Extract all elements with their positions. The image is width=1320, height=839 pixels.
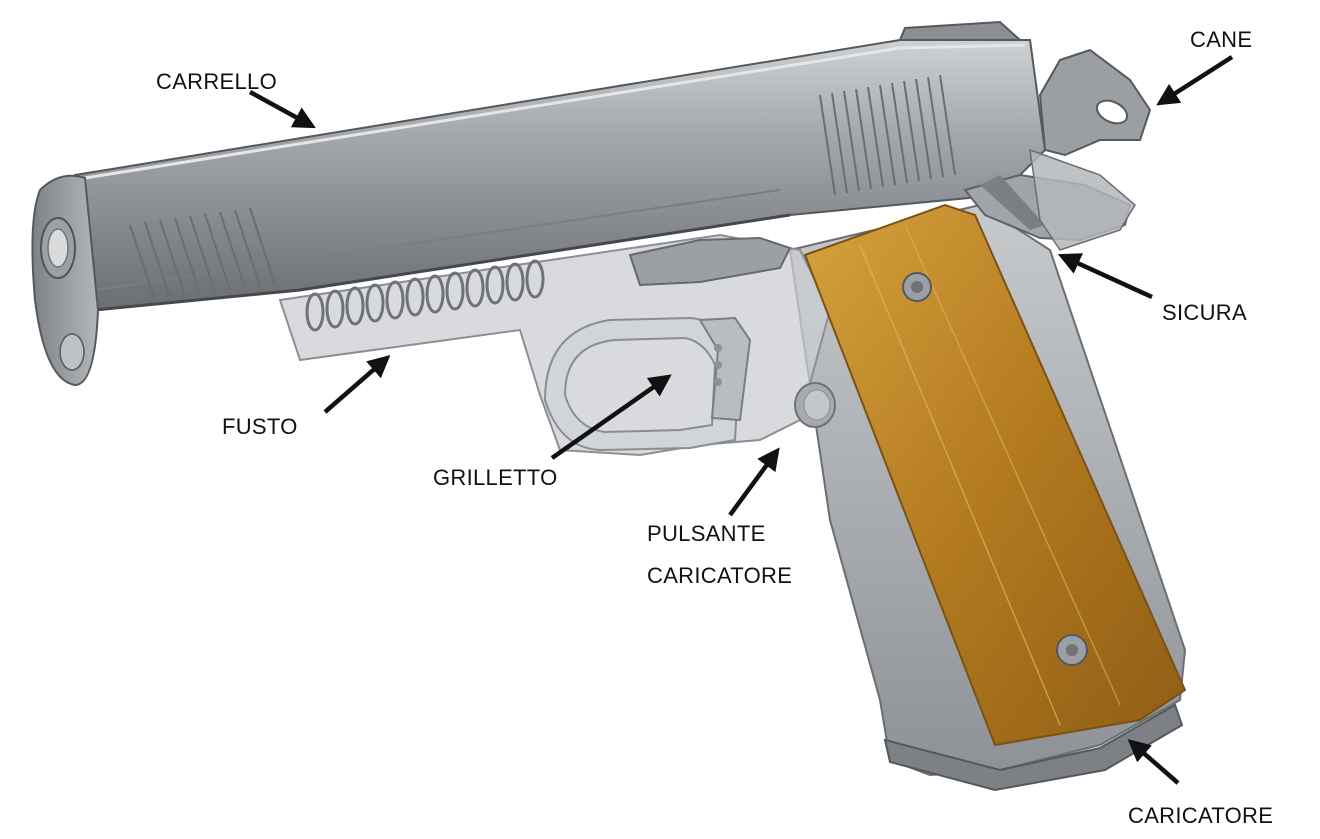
grip-safety [1029,148,1136,251]
grip-screw-bottom [1056,634,1088,666]
leader-arrows [248,55,1234,785]
arrow-sicura [1057,253,1153,300]
front-serrations [129,207,276,301]
arrow-caricatore [1127,739,1180,785]
arrow-fusto [323,355,391,414]
arrow-carrello [248,90,316,129]
hammer [1038,48,1152,157]
label-pulsante-line1: PULSANTE [647,521,766,546]
label-carrello: CARRELLO [156,69,277,94]
label-caricatore: CARICATORE [1128,803,1274,828]
arrow-cane [1156,55,1234,106]
label-fusto: FUSTO [222,414,298,439]
magazine-release-button [794,382,836,428]
label-cane: CANE [1190,27,1253,52]
recoil-spring [305,259,545,332]
label-grilletto: GRILLETTO [433,465,558,490]
grip-screw-top [902,272,932,302]
rear-serrations [819,74,956,196]
arrow-pulsante [728,447,780,517]
magazine-base [883,703,1184,792]
arrow-grilletto [550,374,672,460]
rear-sight [898,20,1023,41]
label-sicura: SICURA [1162,300,1247,325]
label-pulsante-line2: CARICATORE [647,563,793,588]
slide-stop [628,236,792,287]
